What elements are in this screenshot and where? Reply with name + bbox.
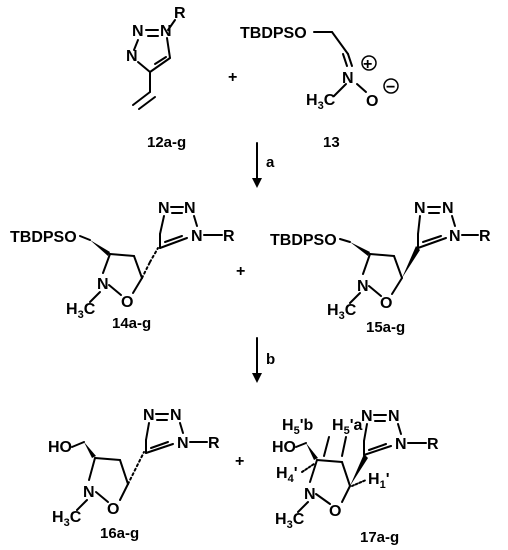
n-label-16b: N bbox=[170, 407, 182, 424]
compound-12: R N N N 12a-g bbox=[126, 5, 186, 151]
n-label-12c: N bbox=[126, 48, 138, 65]
n-label-16a: N bbox=[143, 407, 155, 424]
plus-sign-2: + bbox=[236, 263, 245, 280]
n-label-16c: N bbox=[177, 435, 189, 452]
plus-sign-1: + bbox=[228, 69, 237, 86]
methyl-14: H3C bbox=[66, 301, 96, 321]
n-label-15: N bbox=[357, 278, 369, 295]
o-label-16: O bbox=[107, 501, 119, 518]
plus-charge: + bbox=[363, 56, 372, 73]
plus-sign-3: + bbox=[235, 453, 244, 470]
minus-charge: − bbox=[386, 79, 395, 96]
reaction-arrow-b: b bbox=[252, 337, 275, 383]
methyl-15: H3C bbox=[327, 302, 357, 322]
compound-14: TBDPSO N O H3C N N N R 14a-g bbox=[10, 200, 235, 332]
r-label-12: R bbox=[174, 5, 186, 22]
n-label-14b: N bbox=[184, 200, 196, 217]
r-label-17: R bbox=[427, 436, 439, 453]
tbdpso-label-14: TBDPSO bbox=[10, 229, 77, 246]
n-label-15c: N bbox=[449, 228, 461, 245]
n-label-17a: N bbox=[361, 408, 373, 425]
n-label-12a: N bbox=[160, 23, 172, 40]
label-12a-g: 12a-g bbox=[147, 134, 186, 151]
n-label-12b: N bbox=[132, 23, 144, 40]
proton-h4: H4' bbox=[276, 465, 298, 485]
o-label-17: O bbox=[329, 503, 341, 520]
methyl-16: H3C bbox=[52, 509, 82, 529]
label-16a-g: 16a-g bbox=[100, 525, 139, 542]
proton-h5a: H5'a bbox=[332, 417, 362, 437]
label-13: 13 bbox=[323, 134, 340, 151]
step-label-b: b bbox=[266, 351, 275, 368]
r-label-14: R bbox=[223, 228, 235, 245]
compound-13: TBDPSO N + O − H3C 13 bbox=[240, 25, 399, 151]
n-label-15a: N bbox=[414, 200, 426, 217]
n-label-15b: N bbox=[442, 200, 454, 217]
n-label-14a: N bbox=[158, 200, 170, 217]
compound-16: HO N O H3C N N N R 16a-g bbox=[48, 407, 220, 542]
r-label-16: R bbox=[208, 435, 220, 452]
label-14a-g: 14a-g bbox=[112, 315, 151, 332]
label-17a-g: 17a-g bbox=[360, 529, 399, 546]
proton-h1: H1' bbox=[368, 471, 390, 491]
o-label-15: O bbox=[380, 295, 392, 312]
tbdpso-label-15: TBDPSO bbox=[270, 232, 337, 249]
n-label-16: N bbox=[83, 484, 95, 501]
reaction-arrow-a: a bbox=[252, 142, 275, 188]
hydroxyl-label-17: HO bbox=[272, 439, 296, 456]
o-label-13: O bbox=[366, 93, 378, 110]
n-label-17: N bbox=[304, 486, 316, 503]
compound-17: H5'b H5'a HO H4' N O H1' H3C N N N R 17a… bbox=[272, 408, 439, 546]
n-label-17b: N bbox=[388, 408, 400, 425]
compound-15: TBDPSO N O H3C N N N R 15a-g bbox=[270, 200, 491, 336]
methyl-17: H3C bbox=[275, 511, 305, 531]
r-label-15: R bbox=[479, 228, 491, 245]
n-label-17c: N bbox=[395, 436, 407, 453]
methyl-13: H3C bbox=[306, 92, 336, 112]
proton-h5b: H5'b bbox=[282, 417, 313, 437]
step-label-a: a bbox=[266, 154, 275, 171]
tbdpso-label-13: TBDPSO bbox=[240, 25, 307, 42]
o-label-14: O bbox=[121, 294, 133, 311]
n-label-14: N bbox=[97, 276, 109, 293]
label-15a-g: 15a-g bbox=[366, 319, 405, 336]
hydroxyl-label-16: HO bbox=[48, 439, 72, 456]
n-label-13: N bbox=[342, 70, 354, 87]
n-label-14c: N bbox=[191, 228, 203, 245]
